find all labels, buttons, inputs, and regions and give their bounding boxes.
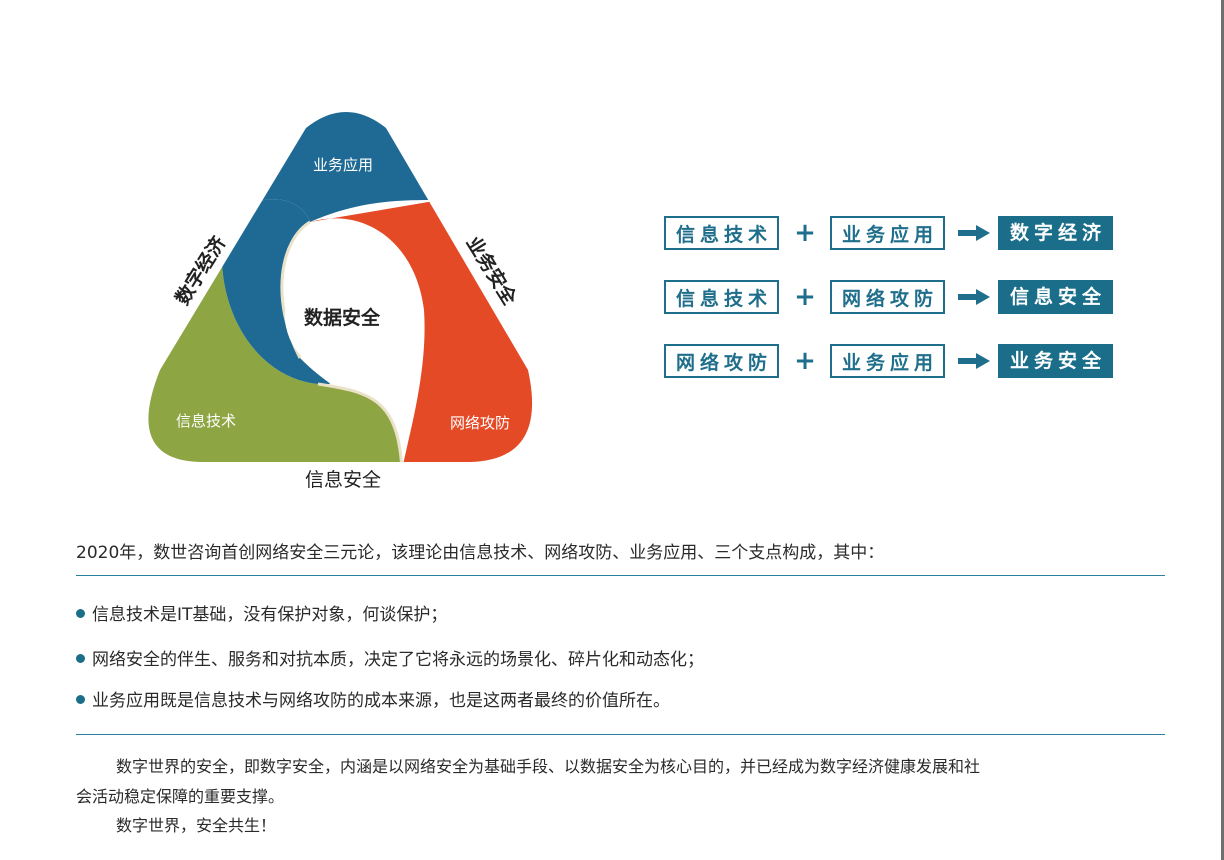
center-label: 数据安全 bbox=[304, 306, 381, 329]
divider-top bbox=[76, 575, 1165, 576]
formula-term-a: 信息技术 bbox=[664, 216, 779, 250]
formula-term-a: 信息技术 bbox=[664, 280, 779, 314]
petal-business-application bbox=[222, 199, 330, 385]
formula-result: 业务安全 bbox=[998, 344, 1113, 378]
formula-term-b: 业务应用 bbox=[830, 216, 945, 250]
formula-result: 信息安全 bbox=[998, 280, 1113, 314]
petal-label-network: 网络攻防 bbox=[450, 414, 510, 432]
arrow-right-icon bbox=[958, 289, 990, 305]
divider-bottom bbox=[76, 734, 1165, 735]
intro-text: 2020年，数世咨询首创网络安全三元论，该理论由信息技术、网络攻防、业务应用、三… bbox=[76, 543, 885, 563]
petal-label-business: 业务应用 bbox=[313, 156, 373, 174]
petal-label-information: 信息技术 bbox=[176, 412, 236, 430]
arrow-right-icon bbox=[958, 353, 990, 369]
formula-term-b: 网络攻防 bbox=[830, 280, 945, 314]
formula-row: 网络攻防 + 业务应用 业务安全 bbox=[664, 344, 1124, 408]
arrow-right-icon bbox=[958, 225, 990, 241]
petal-seam-light-2 bbox=[317, 382, 404, 462]
center-circle bbox=[285, 259, 399, 373]
bullet-dot-icon bbox=[76, 695, 85, 704]
formula-result: 数字经济 bbox=[998, 216, 1113, 250]
page-edge-border bbox=[1221, 0, 1224, 860]
plus-icon: + bbox=[794, 282, 816, 312]
paragraph-line: 会活动稳定保障的重要支撑。 bbox=[76, 787, 285, 806]
formula-term-b: 业务应用 bbox=[830, 344, 945, 378]
plus-icon: + bbox=[794, 346, 816, 376]
plus-icon: + bbox=[794, 218, 816, 248]
edge-label-information-security: 信息安全 bbox=[305, 469, 381, 491]
bullet-item: 网络安全的伴生、服务和对抗本质，决定了它将永远的场景化、碎片化和动态化； bbox=[76, 645, 704, 670]
formula-term-a: 网络攻防 bbox=[664, 344, 779, 378]
bullet-item: 信息技术是IT基础，没有保护对象，何谈保护； bbox=[76, 600, 447, 625]
bullet-dot-icon bbox=[76, 654, 85, 663]
formula-row: 信息技术 + 网络攻防 信息安全 bbox=[664, 280, 1124, 344]
bullet-text: 业务应用既是信息技术与网络攻防的成本来源，也是这两者最终的价值所在。 bbox=[92, 691, 670, 711]
security-triad-diagram: 数据安全 业务应用 信息技术 网络攻防 数字经济 业务安全 信息安全 bbox=[148, 112, 533, 491]
bullet-text: 网络安全的伴生、服务和对抗本质，决定了它将永远的场景化、碎片化和动态化； bbox=[92, 650, 704, 670]
paragraph-line: 数字世界，安全共生！ bbox=[116, 816, 277, 835]
bullet-item: 业务应用既是信息技术与网络攻防的成本来源，也是这两者最终的价值所在。 bbox=[76, 686, 670, 711]
formula-list: 信息技术 + 业务应用 数字经济 信息技术 + 网络攻防 信息安全 网络攻防 +… bbox=[664, 216, 1124, 408]
bullet-text: 信息技术是IT基础，没有保护对象，何谈保护； bbox=[92, 605, 448, 625]
formula-row: 信息技术 + 业务应用 数字经济 bbox=[664, 216, 1124, 280]
bullet-dot-icon bbox=[76, 609, 85, 618]
paragraph-line: 数字世界的安全，即数字安全，内涵是以网络安全为基础手段、以数据安全为核心目的，并… bbox=[116, 757, 981, 776]
